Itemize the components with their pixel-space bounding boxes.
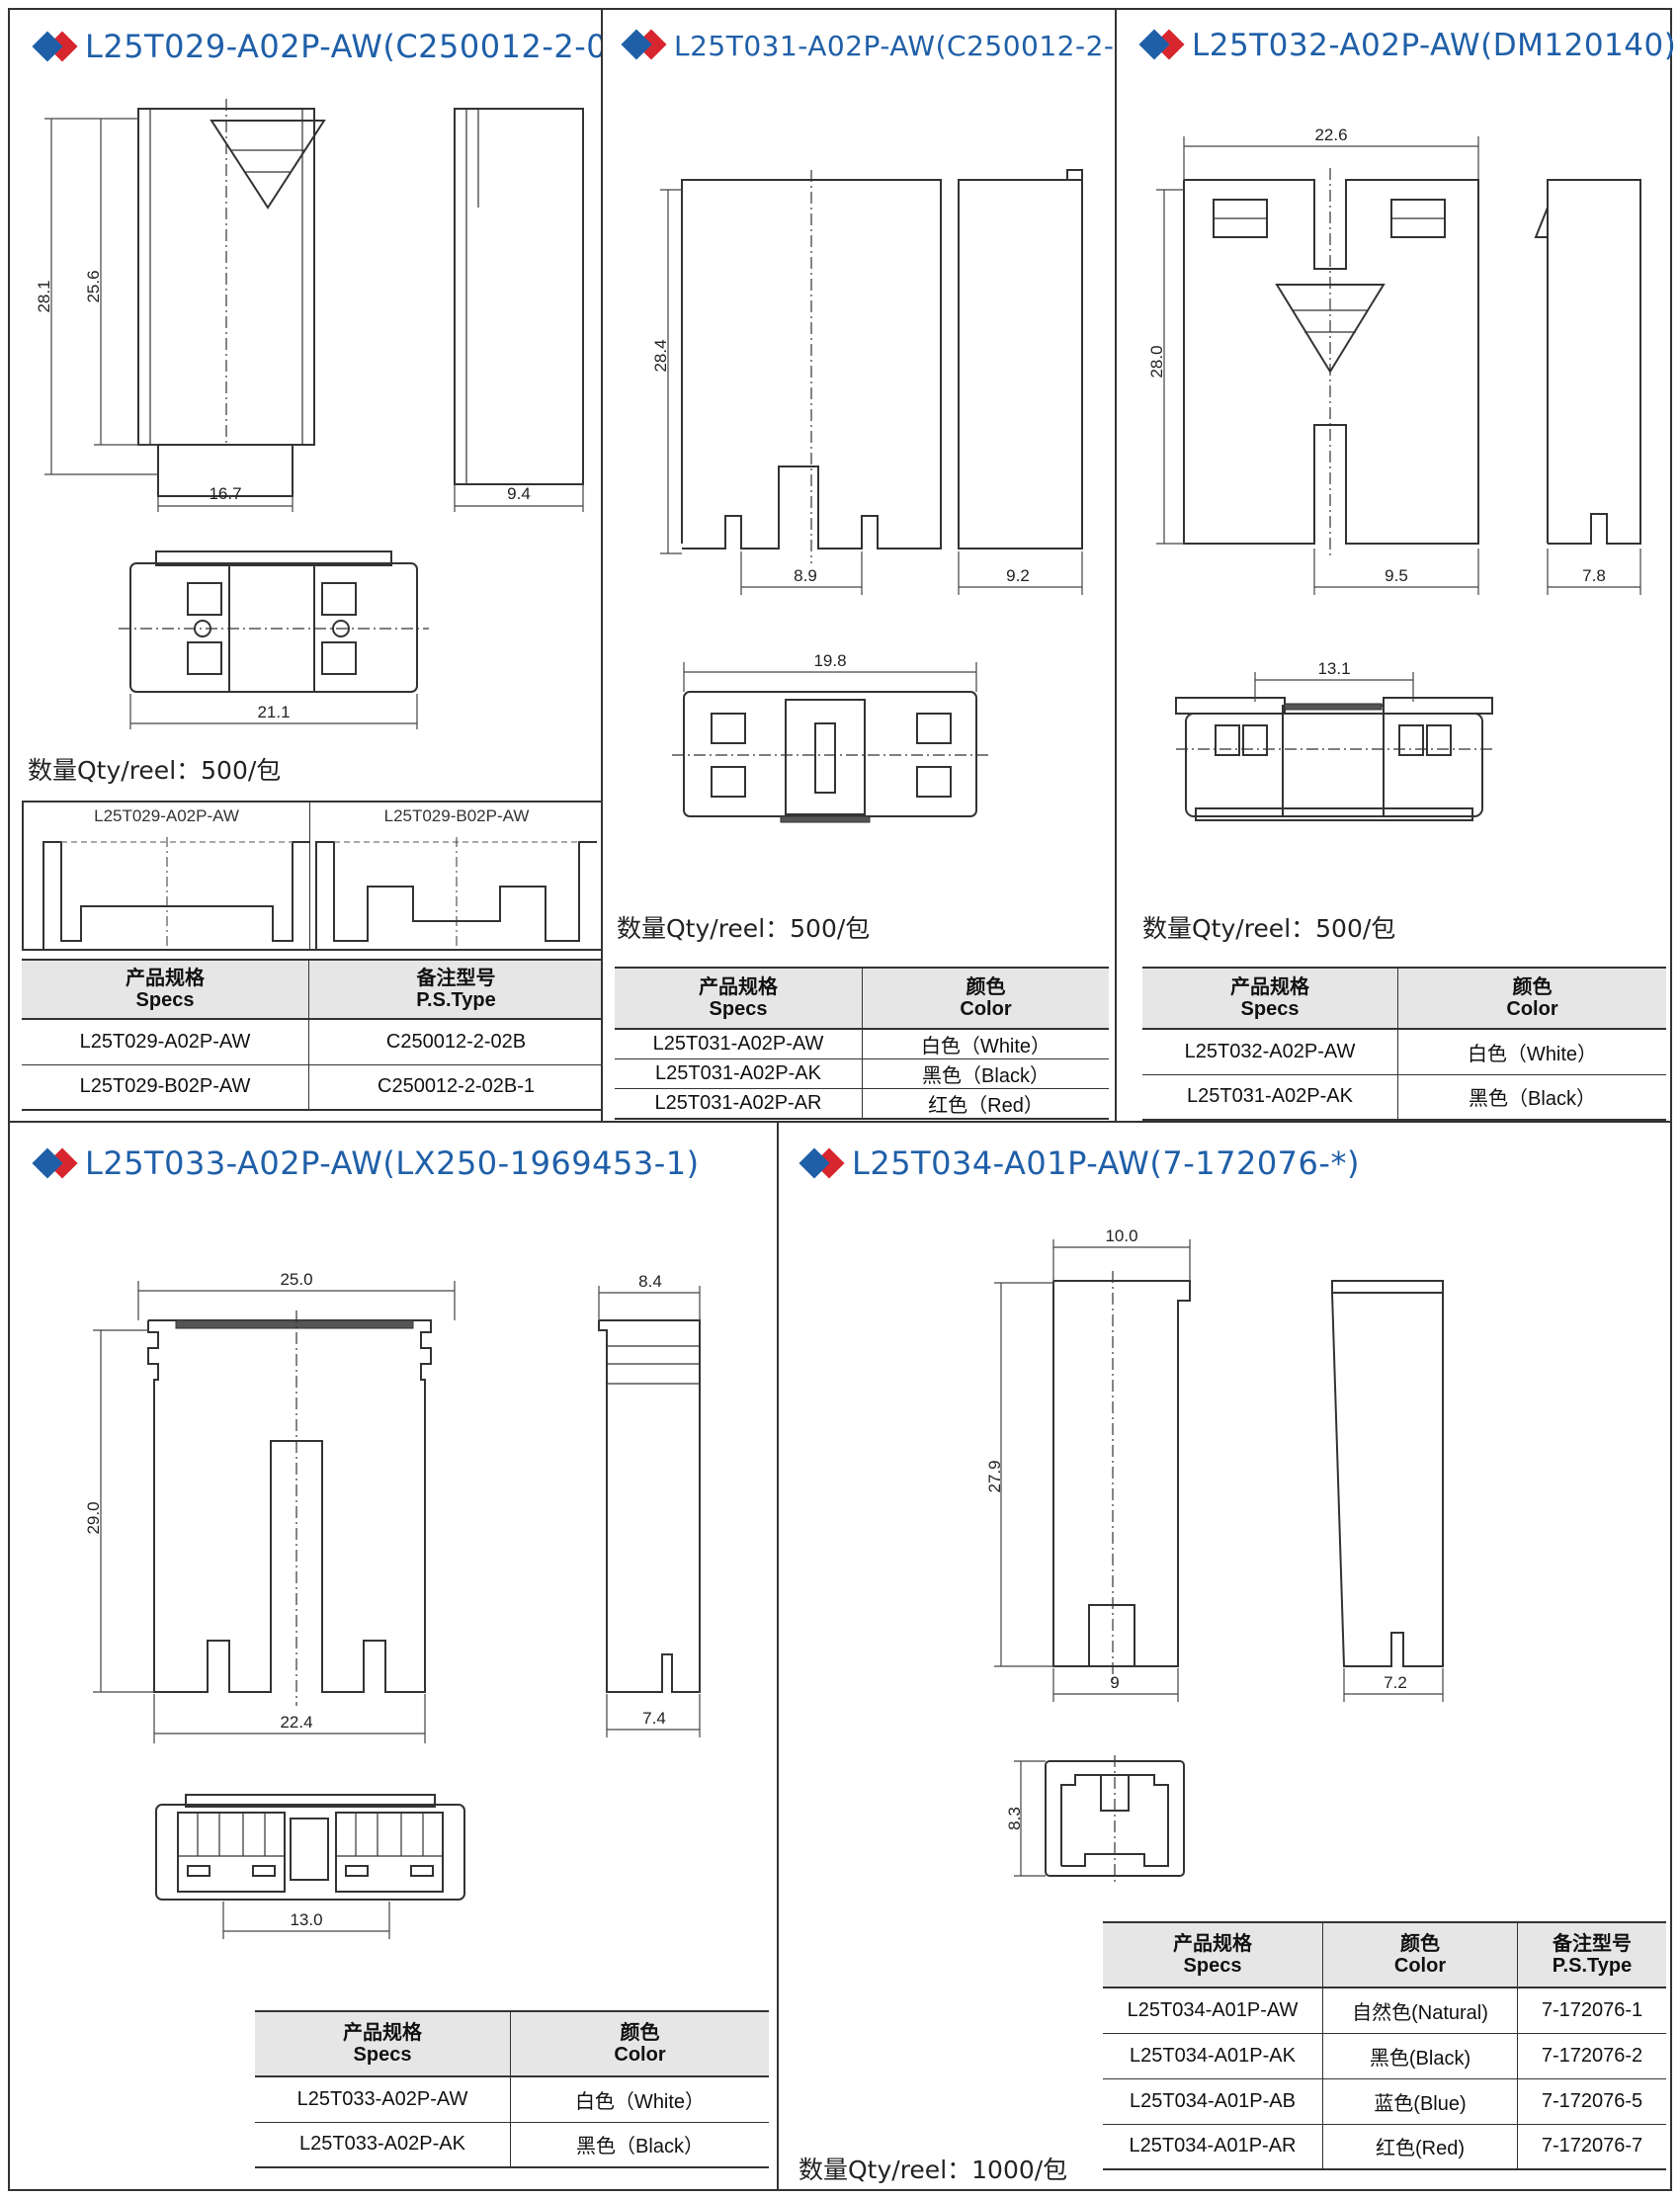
dimension-label: 7.2 <box>1384 1673 1407 1692</box>
dimension-label: 25.6 <box>84 270 103 302</box>
technical-drawing: 22.6 28.0 9.5 7.8 13.1 <box>1147 126 1641 821</box>
product-title-text: L25T033-A02P-AW(LX250-1969453-1) <box>85 1144 700 1182</box>
product-panel-l25t033: L25T033-A02P-AW(LX250-1969453-1) 25.0 29… <box>8 1121 779 2191</box>
technical-drawing: 25.0 29.0 22.4 8.4 7.4 13.0 <box>84 1270 701 1939</box>
product-title-text: L25T031-A02P-AW(C250012-2-02) <box>674 30 1162 62</box>
dimension-label: 25.0 <box>280 1270 312 1289</box>
product-panel-l25t029: L25T029-A02P-AW(C250012-2-02***) 28.1 25… <box>8 8 689 1123</box>
variant-b-drawing <box>315 837 597 951</box>
dimension-label: 9.4 <box>507 484 531 503</box>
dimension-label: 28.4 <box>651 339 670 372</box>
dimension-label: 7.4 <box>642 1709 666 1728</box>
dimension-label: 22.6 <box>1314 126 1347 144</box>
dimension-label: 29.0 <box>84 1501 103 1534</box>
dimension-label: 28.1 <box>35 280 53 312</box>
dimension-label: 28.0 <box>1147 345 1166 378</box>
variant-comparison: L25T029-A02P-AW L25T029-B02P-AW <box>22 801 603 951</box>
dimension-label: 21.1 <box>257 703 290 721</box>
product-title: L25T031-A02P-AW(C250012-2-02) <box>621 29 1162 62</box>
quantity-per-reel: 数量Qty/reel：500/包 <box>617 914 871 943</box>
dimension-label: 8.4 <box>638 1272 662 1291</box>
product-title: L25T033-A02P-AW(LX250-1969453-1) <box>32 1144 700 1182</box>
variant-a-drawing <box>42 837 310 951</box>
product-title-text: L25T032-A02P-AW(DM120140) <box>1192 28 1677 63</box>
dimension-label: 8.3 <box>1005 1807 1024 1830</box>
dimension-label: 8.9 <box>794 566 817 585</box>
dimension-label: 27.9 <box>985 1460 1004 1492</box>
variant-label: L25T029-A02P-AW <box>94 806 239 825</box>
dimension-label: 13.1 <box>1317 659 1350 678</box>
product-panel-l25t034: L25T034-A01P-AW(7-172076-*) 10.0 27.9 9 … <box>777 1121 1672 2191</box>
dimension-label: 9 <box>1110 1673 1119 1692</box>
dimension-label: 10.0 <box>1105 1226 1137 1245</box>
technical-drawing: 10.0 27.9 9 7.2 8.3 <box>985 1226 1444 1884</box>
product-panel-l25t032: L25T032-A02P-AW(DM120140) 22.6 28.0 9.5 … <box>1115 8 1676 1123</box>
dimension-label: 22.4 <box>280 1713 312 1732</box>
product-panel-l25t031: L25T031-A02P-AW(C250012-2-02) 28.4 8.9 9… <box>601 8 1161 1123</box>
product-title-text: L25T034-A01P-AW(7-172076-*) <box>852 1144 1360 1182</box>
quantity-per-reel: 数量Qty/reel：1000/包 <box>798 2156 1068 2184</box>
dimension-label: 7.8 <box>1582 566 1606 585</box>
product-title: L25T034-A01P-AW(7-172076-*) <box>798 1144 1360 1182</box>
dimension-label: 9.5 <box>1385 566 1408 585</box>
product-title-text: L25T029-A02P-AW(C250012-2-02***) <box>85 28 690 65</box>
technical-drawing: 28.4 8.9 9.2 19.8 <box>651 169 1083 823</box>
dimension-label: 16.7 <box>209 484 241 503</box>
product-title: L25T029-A02P-AW(C250012-2-02***) <box>32 28 689 65</box>
quantity-per-reel: 数量Qty/reel：500/包 <box>28 756 282 785</box>
quantity-per-reel: 数量Qty/reel：500/包 <box>1142 914 1396 943</box>
dimension-label: 9.2 <box>1006 566 1030 585</box>
variant-label: L25T029-B02P-AW <box>383 806 530 825</box>
dimension-label: 13.0 <box>290 1910 322 1929</box>
product-title: L25T032-A02P-AW(DM120140) <box>1138 28 1676 63</box>
technical-drawing: 28.1 25.6 16.7 9.4 21.1 <box>35 99 584 729</box>
dimension-label: 19.8 <box>813 651 846 670</box>
